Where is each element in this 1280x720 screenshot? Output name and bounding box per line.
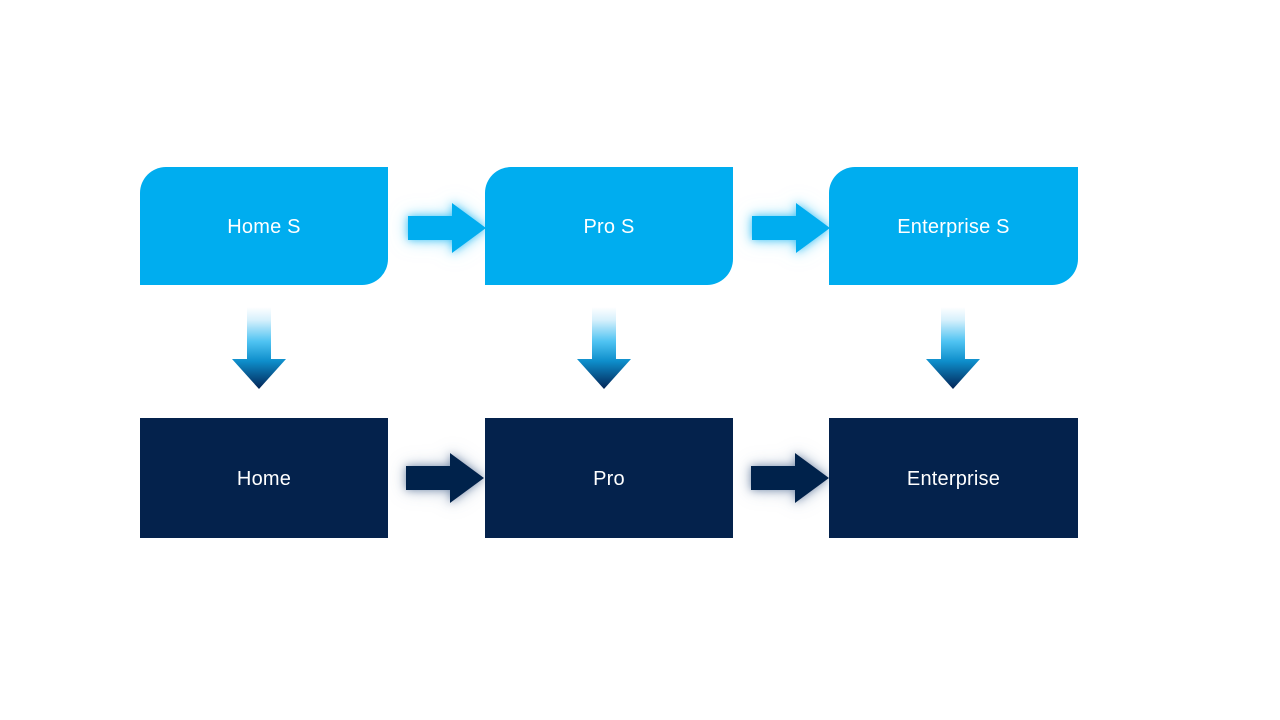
node-pro-label: Pro bbox=[593, 468, 625, 490]
node-pro-s-label: Pro S bbox=[583, 216, 635, 238]
node-pro[interactable]: Pro bbox=[485, 418, 733, 538]
node-home-s-label: Home S bbox=[227, 216, 301, 238]
connector-home-s-to-home-arrow-icon bbox=[232, 307, 286, 389]
node-home[interactable]: Home bbox=[140, 418, 388, 538]
node-home-s[interactable]: Home S bbox=[140, 167, 388, 285]
node-pro-s[interactable]: Pro S bbox=[485, 167, 733, 285]
node-enterprise-s-label: Enterprise S bbox=[897, 216, 1010, 238]
connector-pro-s-to-pro-arrow-icon bbox=[577, 307, 631, 389]
node-enterprise[interactable]: Enterprise bbox=[829, 418, 1078, 538]
connector-home-to-pro-arrow-icon bbox=[406, 453, 484, 503]
node-home-label: Home bbox=[236, 468, 292, 490]
node-enterprise-label: Enterprise bbox=[906, 468, 1001, 490]
connector-home-s-to-pro-s-arrow-icon bbox=[408, 203, 486, 253]
connector-enterprise-s-to-enterprise-arrow-icon bbox=[926, 307, 980, 389]
connector-pro-s-to-enterprise-s-arrow-icon bbox=[752, 203, 830, 253]
connector-pro-to-enterprise-arrow-icon bbox=[751, 453, 829, 503]
node-enterprise-s[interactable]: Enterprise S bbox=[829, 167, 1078, 285]
